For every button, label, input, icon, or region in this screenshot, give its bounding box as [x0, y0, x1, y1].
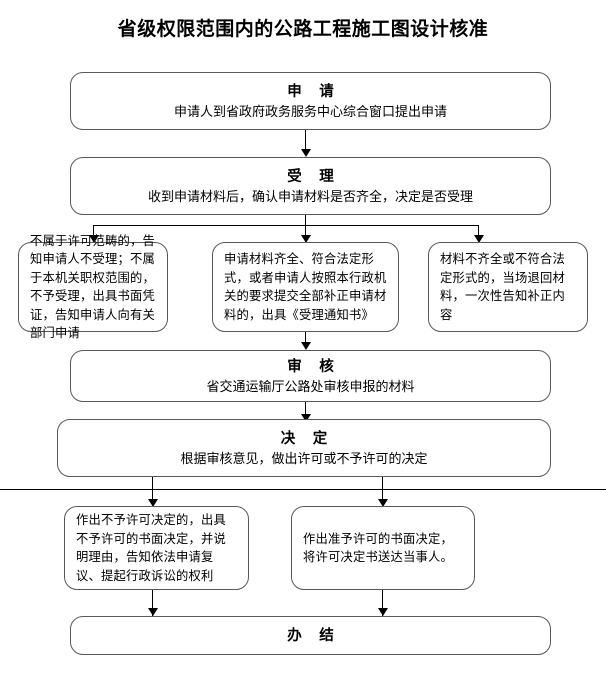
connector-accept-to-right [478, 225, 479, 237]
node-decision-head: 决 定 [280, 430, 335, 447]
arrowhead-review-to-decision [300, 414, 311, 422]
node-review-body: 省交通运输厅公路处审核申报的材料 [206, 378, 415, 394]
connector-decision-to-left [152, 489, 153, 501]
node-decision-branch-right: 作出准予许可的书面决定，将许可决定书送达当事人。 [291, 506, 475, 590]
node-finish-head: 办 结 [287, 627, 341, 644]
node-apply-body: 申请人到省政府政务服务中心综合窗口提出申请 [173, 103, 447, 119]
arrowhead-left-to-finish [147, 608, 158, 616]
arrowhead-accept-to-middle [300, 235, 311, 243]
connector-accept-to-middle [305, 225, 306, 237]
connector-apply-to-accept [305, 130, 306, 151]
connector-decision-left-stem [152, 477, 153, 489]
connector-decision-to-right [382, 489, 383, 501]
node-finish: 办 结 [70, 616, 551, 655]
arrowhead-accept-to-right [473, 235, 484, 243]
arrowhead-accept-to-left [88, 235, 99, 243]
connector-right-to-finish [382, 590, 383, 616]
node-accept-branch-right-body: 材料不齐全或不符合法定形式的，当场退回材料，一次性告知补正内容 [440, 252, 565, 322]
connector-accept-fanout [93, 225, 478, 226]
connector-decision-fanout [0, 489, 606, 490]
connector-accept-stem [305, 215, 306, 225]
node-accept-branch-middle-body: 申请材料齐全、符合法定形式，或者申请人按照本行政机关的要求提交全部补正申请材料的… [224, 252, 387, 322]
node-accept-branch-right: 材料不齐全或不符合法定形式的，当场退回材料，一次性告知补正内容 [428, 242, 588, 332]
connector-middle-to-review [305, 332, 306, 344]
arrowhead-decision-to-left [147, 499, 158, 507]
node-accept-branch-left: 不属于许可范畴的，告知申请人不受理；不属于本机关职权范围的，不予受理，出具书面凭… [18, 234, 168, 340]
connector-left-to-finish [152, 590, 153, 616]
node-decision-branch-left-body: 作出不予许可决定的，出具不予许可的书面决定，并说明理由，告知依法申请复议、提起行… [76, 513, 226, 583]
node-apply: 申 请 申请人到省政府政务服务中心综合窗口提出申请 [70, 72, 551, 130]
node-accept-branch-middle: 申请材料齐全、符合法定形式，或者申请人按照本行政机关的要求提交全部补正申请材料的… [212, 242, 399, 332]
arrowhead-middle-to-review [300, 342, 311, 350]
page-title: 省级权限范围内的公路工程施工图设计核准 [117, 19, 489, 40]
node-accept-head: 受 理 [287, 168, 341, 185]
connector-accept-to-left [93, 225, 94, 237]
arrowhead-apply-to-accept [300, 149, 311, 157]
node-apply-head: 申 请 [287, 83, 341, 100]
connector-decision-right-stem [382, 477, 383, 489]
node-accept: 受 理 收到申请材料后，确认申请材料是否齐全，决定是否受理 [70, 157, 551, 215]
connector-review-to-decision [305, 402, 306, 417]
node-decision-branch-right-body: 作出准予许可的书面决定，将许可决定书送达当事人。 [303, 531, 453, 565]
arrowhead-right-to-finish [377, 608, 388, 616]
node-accept-body: 收到申请材料后，确认申请材料是否齐全，决定是否受理 [147, 188, 473, 204]
node-decision-body: 根据审核意见，做出许可或不予许可的决定 [180, 450, 428, 466]
node-accept-branch-left-body: 不属于许可范畴的，告知申请人不受理；不属于本机关职权范围的，不予受理，出具书面凭… [30, 233, 155, 341]
node-decision-branch-left: 作出不予许可决定的，出具不予许可的书面决定，并说明理由，告知依法申请复议、提起行… [64, 506, 249, 590]
node-decision: 决 定 根据审核意见，做出许可或不予许可的决定 [57, 419, 551, 477]
arrowhead-decision-to-right [377, 499, 388, 507]
node-review-head: 审 核 [287, 358, 341, 375]
node-review: 审 核 省交通运输厅公路处审核申报的材料 [70, 350, 551, 402]
